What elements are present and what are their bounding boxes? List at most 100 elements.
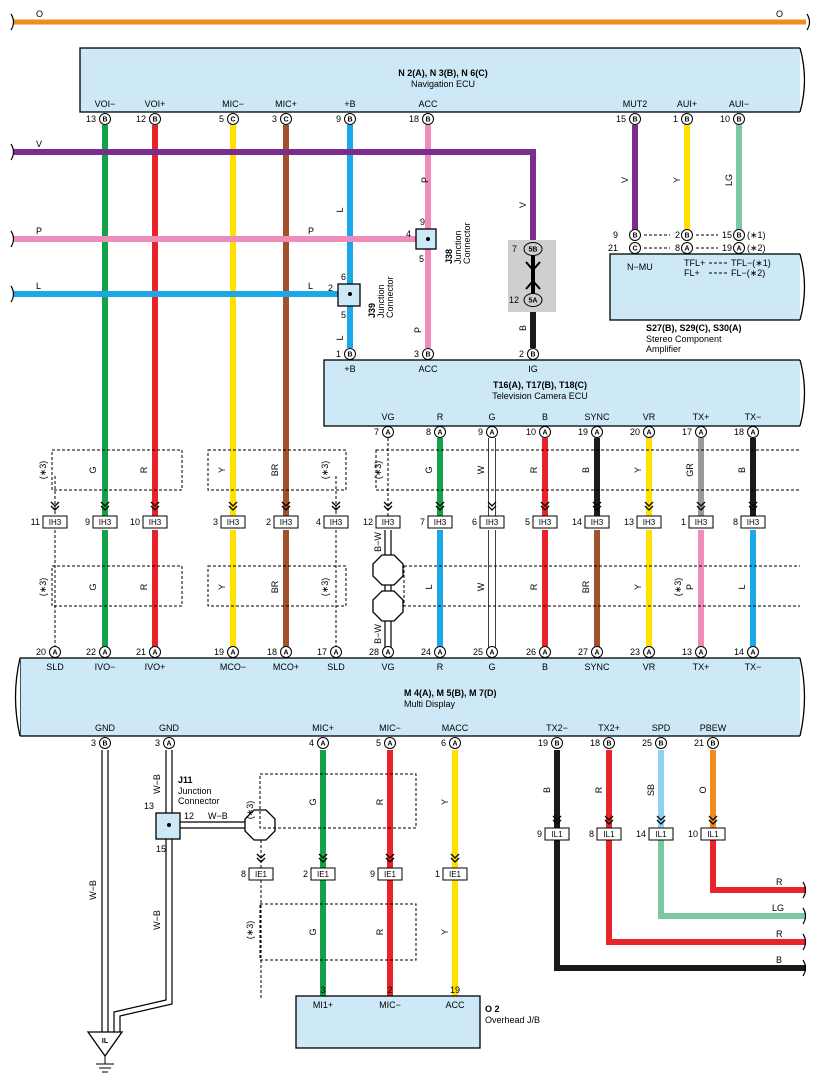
chevron-down-icon — [592, 501, 602, 511]
note: (∗3) — [373, 461, 383, 480]
pin-label: VOI− — [95, 99, 116, 109]
pin-number: 12 — [136, 114, 146, 124]
pin-circle — [384, 737, 396, 749]
connector-box — [532, 515, 558, 529]
overhead-code: O 2 — [485, 1004, 500, 1014]
connector-box — [544, 827, 570, 841]
wire-label: V — [620, 177, 630, 183]
pin-number: 3 — [155, 738, 160, 748]
j38-sub: Connector — [462, 222, 472, 264]
pin-circle — [655, 737, 667, 749]
pin-circle — [681, 113, 693, 125]
note: (∗3) — [320, 461, 330, 480]
pin-circle — [344, 113, 356, 125]
pin-connector: A — [646, 430, 651, 437]
wire-label: Y — [633, 467, 643, 473]
pin-number: 8 — [241, 869, 246, 879]
pin-number: 7 — [512, 244, 517, 254]
wire-label: LG — [772, 903, 784, 913]
pin-circle — [434, 646, 446, 658]
pin-label: R — [437, 412, 444, 422]
wire-label: W−B — [208, 811, 228, 821]
pin-number: 2 — [675, 230, 680, 240]
connector-code: IH3 — [382, 518, 395, 527]
chevron-down-icon — [385, 853, 395, 863]
connector-code: IL1 — [551, 830, 563, 839]
pin-connector: B — [684, 117, 689, 124]
chevron-down-icon — [383, 501, 393, 511]
pin-connector: A — [542, 650, 547, 657]
pin-label: TX+ — [693, 662, 710, 672]
connector-box — [273, 515, 299, 529]
pin-circle — [695, 646, 707, 658]
ground-label: IL — [102, 1038, 109, 1045]
pin-connector: B — [736, 233, 741, 240]
pin-label: MIC+ — [275, 99, 297, 109]
pin-number: 12 — [363, 517, 373, 527]
connector-box — [92, 515, 118, 529]
chevron-down-icon — [656, 815, 666, 825]
pin-note: (∗2) — [747, 243, 766, 253]
pin-circle — [747, 646, 759, 658]
pin-label: SYNC — [584, 662, 610, 672]
j38-sub: Junction — [453, 230, 463, 264]
chevron-down-icon — [487, 501, 497, 511]
pin-circle — [330, 646, 342, 658]
pin-number: 19 — [214, 647, 224, 657]
pin-number: 3 — [272, 114, 277, 124]
pin-number: 20 — [36, 647, 46, 657]
amp-flp: FL+ — [684, 268, 700, 278]
connector-box — [740, 515, 766, 529]
wire-label: W−B — [88, 880, 98, 900]
wire-label: BR — [581, 580, 591, 593]
pin-circle — [551, 737, 563, 749]
note: (∗3) — [320, 578, 330, 597]
pin-number: 21 — [136, 647, 146, 657]
pin-circle — [434, 426, 446, 438]
pin-number: 25 — [473, 647, 483, 657]
pin-number: 3 — [213, 517, 218, 527]
pin-number: 11 — [31, 517, 40, 527]
connector-code: IH3 — [99, 518, 112, 527]
note: (∗3) — [673, 578, 683, 597]
pin-connector: A — [646, 650, 651, 657]
wire-label: P — [685, 584, 695, 590]
connector-code: IH3 — [330, 518, 343, 527]
wire-r-tx2 — [606, 750, 806, 945]
pin-circle — [227, 646, 239, 658]
wire-label: R — [529, 583, 539, 590]
wire-r-pbew — [710, 840, 806, 893]
pin-label: ACC — [418, 99, 438, 109]
pin-number: 5 — [376, 738, 381, 748]
pin-label: VOI+ — [145, 99, 166, 109]
pin-label: ACC — [445, 1000, 465, 1010]
pin-circle — [382, 646, 394, 658]
shield-frame — [51, 565, 183, 607]
pin-number: 13 — [682, 647, 692, 657]
wire-label: Y — [633, 584, 643, 590]
chevron-down-icon — [331, 501, 341, 511]
navigation-ecu-name: Navigation ECU — [411, 79, 475, 89]
pin-number: 4 — [406, 229, 411, 239]
pin-circle — [539, 426, 551, 438]
note: (∗3) — [38, 461, 48, 480]
amp-codes: S27(B), S29(C), S30(A) — [646, 323, 742, 333]
connector-box — [688, 515, 714, 529]
wire-label: Y — [440, 929, 450, 935]
ground-symbol: IL — [86, 1031, 124, 1073]
wire-label: O — [776, 9, 783, 19]
wire-b-tx2 — [554, 750, 806, 971]
connector-code: IL1 — [603, 830, 615, 839]
pin-number: 8 — [426, 427, 431, 437]
pin-circle — [99, 113, 111, 125]
wire-label: W — [476, 582, 486, 591]
pin-number: 9 — [370, 869, 375, 879]
md-bottom-pins: GNDB3GNDA3MIC+A4MIC−A5MACCA6TX2−B19TX2+B… — [91, 723, 727, 749]
pin-label: TX2+ — [598, 723, 620, 733]
pin-number: 2 — [266, 517, 271, 527]
wire-label: W−B — [152, 910, 162, 930]
splice-code: 5A — [529, 298, 538, 305]
